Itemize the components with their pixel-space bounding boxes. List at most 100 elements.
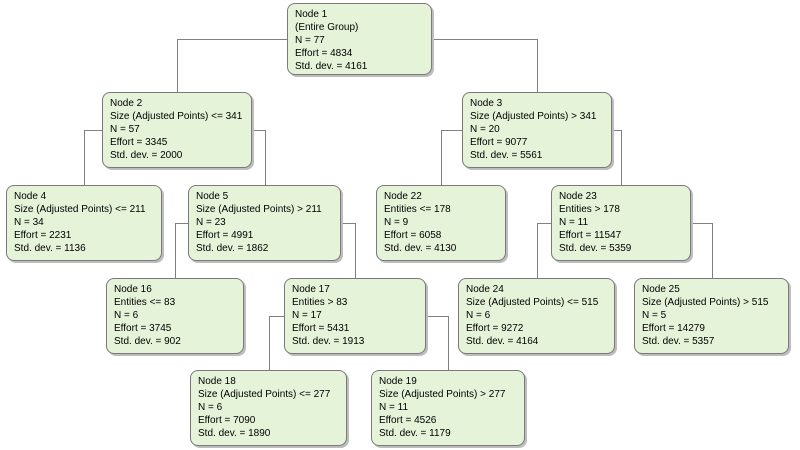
node-effort: Effort = 2231 [14, 230, 72, 241]
node-title: Node 25 [642, 284, 680, 295]
node-title: Node 24 [466, 284, 504, 295]
tree-node-22[interactable]: Node 22 Entities <= 178 N = 9 Effort = 6058… [376, 185, 506, 261]
tree-node-2[interactable]: Node 2 Size (Adjusted Points) <= 341 N = 5… [102, 92, 252, 168]
node-rule: Size (Adjusted Points) > 277 [379, 389, 506, 400]
node-effort: Effort = 4991 [196, 230, 254, 241]
node-rule: Size (Adjusted Points) > 515 [642, 297, 769, 308]
connector-node-17-to-node-19-vertical [448, 316, 449, 370]
node-effort: Effort = 3745 [114, 323, 172, 334]
node-title: Node 22 [384, 191, 422, 202]
tree-node-25[interactable]: Node 25 Size (Adjusted Points) > 515 N = 5… [634, 278, 789, 354]
tree-node-19[interactable]: Node 19 Size (Adjusted Points) > 277 N = 1… [371, 370, 525, 446]
node-std-dev: Std. dev. = 1890 [198, 428, 271, 439]
connector-node-1-to-node-3-vertical [537, 39, 538, 92]
node-rule: Size (Adjusted Points) <= 341 [110, 111, 243, 122]
node-effort: Effort = 7090 [198, 415, 256, 426]
connector-node-17-to-node-18-horizontal [268, 316, 284, 317]
node-n: N = 6 [114, 310, 139, 321]
connector-node-2-to-node-4-vertical [84, 130, 85, 185]
node-rule: Size (Adjusted Points) <= 515 [466, 297, 599, 308]
node-effort: Effort = 3345 [110, 137, 168, 148]
connector-node-17-to-node-18-vertical [268, 316, 270, 370]
node-rule: Entities <= 83 [114, 297, 176, 308]
node-n: N = 11 [559, 217, 588, 228]
connector-node-17-to-node-19-horizontal [426, 316, 448, 317]
node-effort: Effort = 4526 [379, 415, 437, 426]
node-title: Node 16 [114, 284, 152, 295]
tree-node-5[interactable]: Node 5 Size (Adjusted Points) > 211 N = 23… [188, 185, 341, 261]
connector-node-3-to-node-23-vertical [621, 130, 622, 185]
node-std-dev: Std. dev. = 4161 [295, 61, 368, 72]
tree-node-3[interactable]: Node 3 Size (Adjusted Points) > 341 N = 20… [462, 92, 612, 168]
connector-node-2-to-node-5-vertical [264, 130, 266, 185]
node-effort: Effort = 14279 [642, 323, 705, 334]
node-n: N = 20 [470, 124, 500, 135]
node-title: Node 18 [198, 376, 236, 387]
node-std-dev: Std. dev. = 5359 [559, 243, 632, 254]
node-effort: Effort = 4834 [295, 48, 353, 59]
node-std-dev: Std. dev. = 1136 [14, 243, 86, 254]
node-rule: Size (Adjusted Points) > 211 [196, 204, 322, 215]
node-std-dev: Std. dev. = 2000 [110, 150, 183, 161]
connector-node-5-to-node-17-vertical [355, 223, 356, 278]
node-title: Node 23 [559, 191, 597, 202]
node-n: N = 34 [14, 217, 44, 228]
node-title: Node 19 [379, 376, 417, 387]
node-std-dev: Std. dev. = 4164 [466, 336, 539, 347]
connector-node-1-to-node-2-horizontal [177, 39, 287, 40]
connector-node-23-to-node-24-vertical [536, 223, 538, 278]
tree-node-23[interactable]: Node 23 Entities > 178 N = 11 Effort = 1154… [551, 185, 691, 261]
node-n: N = 9 [384, 217, 409, 228]
node-rule: Entities > 178 [559, 204, 620, 215]
connector-node-3-to-node-22-horizontal [441, 130, 462, 131]
node-rule: Size (Adjusted Points) <= 277 [198, 389, 331, 400]
connector-node-5-to-node-16-vertical [175, 223, 176, 278]
tree-node-18[interactable]: Node 18 Size (Adjusted Points) <= 277 N = … [190, 370, 347, 446]
connector-node-5-to-node-17-horizontal [341, 223, 355, 224]
node-effort: Effort = 11547 [559, 230, 622, 241]
node-title: Node 3 [470, 98, 503, 109]
connector-node-2-to-node-5-horizontal [252, 130, 265, 131]
node-rule: Size (Adjusted Points) > 341 [470, 111, 597, 122]
node-rule: Entities <= 178 [384, 204, 451, 215]
node-std-dev: Std. dev. = 1913 [292, 336, 365, 347]
node-effort: Effort = 6058 [384, 230, 442, 241]
connector-node-3-to-node-22-vertical [441, 130, 442, 185]
node-n: N = 5 [642, 310, 667, 321]
node-n: N = 6 [198, 402, 223, 413]
node-n: N = 17 [292, 310, 322, 321]
node-rule: (Entire Group) [295, 22, 359, 33]
connector-node-5-to-node-16-horizontal [175, 223, 188, 224]
connector-node-3-to-node-23-horizontal [612, 130, 621, 131]
node-title: Node 1 [295, 9, 328, 20]
node-std-dev: Std. dev. = 4130 [384, 243, 457, 254]
node-n: N = 77 [295, 35, 325, 46]
node-std-dev: Std. dev. = 1862 [196, 243, 269, 254]
node-title: Node 4 [14, 191, 47, 202]
node-n: N = 57 [110, 124, 140, 135]
tree-node-24[interactable]: Node 24 Size (Adjusted Points) <= 515 N = … [458, 278, 615, 354]
node-n: N = 23 [196, 217, 226, 228]
connector-node-23-to-node-24-horizontal [536, 223, 551, 224]
node-n: N = 11 [379, 402, 408, 413]
node-std-dev: Std. dev. = 1179 [379, 428, 451, 439]
tree-node-4[interactable]: Node 4 Size (Adjusted Points) <= 211 N = 3… [6, 185, 162, 261]
connector-node-2-to-node-4-horizontal [84, 130, 102, 131]
node-title: Node 5 [196, 191, 229, 202]
node-effort: Effort = 5431 [292, 323, 350, 334]
connector-node-1-to-node-3-horizontal [432, 39, 537, 40]
node-title: Node 17 [292, 284, 330, 295]
node-std-dev: Std. dev. = 5561 [470, 150, 543, 161]
node-rule: Entities > 83 [292, 297, 348, 308]
node-title: Node 2 [110, 98, 143, 109]
node-std-dev: Std. dev. = 902 [114, 336, 181, 347]
connector-node-23-to-node-25-horizontal [691, 223, 712, 224]
node-n: N = 6 [466, 310, 491, 321]
node-std-dev: Std. dev. = 5357 [642, 336, 715, 347]
node-effort: Effort = 9077 [470, 137, 528, 148]
node-rule: Size (Adjusted Points) <= 211 [14, 204, 146, 215]
